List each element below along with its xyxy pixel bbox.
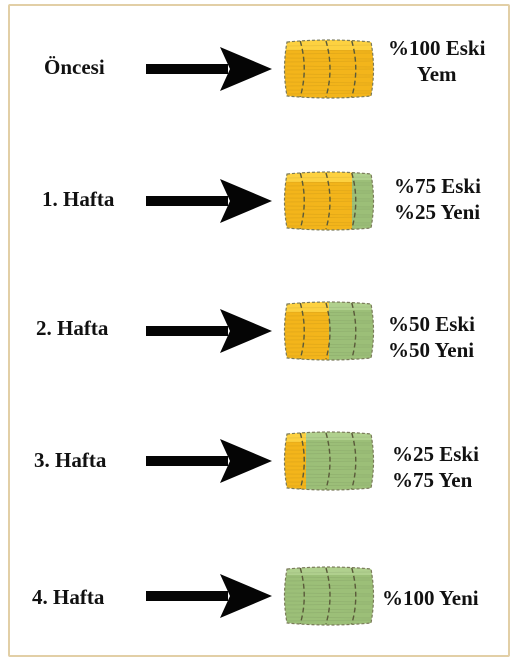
- ratio-line-1: %50 Eski: [388, 312, 475, 336]
- hay-bale-icon: [283, 566, 375, 626]
- hay-bale-icon: [283, 39, 375, 99]
- feed-bale: [280, 299, 378, 368]
- feed-ratio: %50 Eski%50 Yeni: [388, 311, 475, 363]
- transition-row: 3. Hafta %25 Eski%75 Yen: [0, 420, 520, 500]
- right-arrow-icon: [146, 47, 272, 91]
- arrow: [146, 47, 274, 96]
- ratio-line-2: %75 Yen: [392, 468, 473, 492]
- ratio-line-2: Yem: [416, 62, 457, 86]
- ratio-line-1: %100 Yeni: [382, 586, 479, 610]
- feed-bale: [280, 37, 378, 106]
- arrow: [146, 309, 274, 358]
- right-arrow-icon: [146, 309, 272, 353]
- arrow: [146, 574, 274, 623]
- right-arrow-icon: [146, 179, 272, 223]
- stage-label: 2. Hafta: [36, 316, 109, 340]
- stage-label: 4. Hafta: [32, 585, 105, 609]
- right-arrow-icon: [146, 439, 272, 483]
- feed-ratio: %75 Eski%25 Yeni: [394, 173, 481, 225]
- stage-label: 1. Hafta: [42, 187, 115, 211]
- hay-bale-icon: [283, 171, 375, 231]
- arrow: [146, 179, 274, 228]
- diagram-frame: [8, 4, 510, 657]
- feed-bale: [280, 429, 378, 498]
- ratio-line-1: %75 Eski: [394, 174, 481, 198]
- feed-bale: [280, 169, 378, 238]
- feed-bale: [280, 564, 378, 633]
- stage-label: 3. Hafta: [34, 448, 107, 472]
- transition-row: 4. Hafta %100 Yeni: [0, 555, 520, 635]
- right-arrow-icon: [146, 574, 272, 618]
- transition-row: 1. Hafta %75 Eski%25 Yeni: [0, 160, 520, 240]
- stage-label: Öncesi: [44, 55, 105, 79]
- ratio-line-2: %50 Yeni: [388, 338, 475, 362]
- hay-bale-icon: [283, 431, 375, 491]
- ratio-line-2: %25 Yeni: [394, 200, 481, 224]
- arrow: [146, 439, 274, 488]
- hay-bale-icon: [283, 301, 375, 361]
- feed-ratio: %100 Yeni: [382, 585, 479, 611]
- transition-row: 2. Hafta %50 Eski%50 Yeni: [0, 290, 520, 370]
- ratio-line-1: %100 Eski: [388, 36, 486, 60]
- ratio-line-1: %25 Eski: [392, 442, 479, 466]
- feed-ratio: %25 Eski%75 Yen: [392, 441, 479, 493]
